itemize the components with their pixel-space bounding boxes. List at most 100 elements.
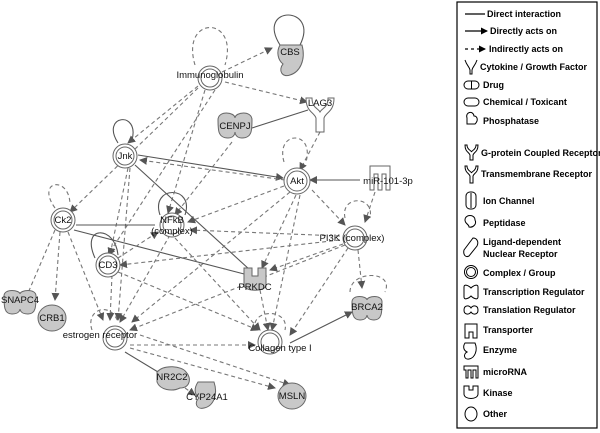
edge-akt-nfkb	[187, 185, 285, 224]
microrna-icon	[463, 365, 479, 379]
node-ck2-label: Ck2	[55, 215, 72, 226]
legend-direct-interaction: Direct interaction	[465, 9, 561, 19]
legend-gpcr: G-protein Coupled Receptor	[464, 144, 600, 161]
node-collagen-type-i[interactable]: Collagen type I	[248, 329, 312, 355]
edge-jnk-estrogen	[114, 167, 131, 321]
legend-transcription: Transcription Regulator	[463, 284, 585, 300]
node-jnk-label: Jnk	[118, 151, 133, 162]
edge-jnk-prkdc	[134, 164, 251, 271]
self-loop-collagen	[254, 312, 286, 331]
legend-directly-acts-on-label: Directly acts on	[490, 26, 557, 36]
edge-akt-jnk	[139, 156, 286, 181]
edge-cenpj-lag3	[251, 109, 309, 129]
edge-pi3k-msln	[139, 334, 291, 387]
edge-lag3-akt	[299, 131, 321, 171]
legend-transmembrane: Transmembrane Receptor	[464, 165, 593, 184]
edge-ig-nfkb	[166, 89, 206, 214]
legend-cytokine: Cytokine / Growth Factor	[464, 59, 588, 75]
edge-mir-pi3k	[363, 191, 376, 223]
transmembrane-icon	[464, 165, 479, 184]
legend-other: Other	[464, 406, 508, 422]
node-immunoglobulin[interactable]: Immunoglobulin	[176, 65, 244, 91]
node-immunoglobulin-label: Immunoglobulin	[176, 70, 243, 81]
transporter-icon	[464, 323, 478, 339]
node-snapc4[interactable]: SNAPC4	[1, 290, 39, 315]
legend-phosphatase: Phosphatase	[466, 111, 539, 126]
edge-cd3-collagen	[117, 271, 259, 332]
legend-microrna-label: microRNA	[483, 367, 528, 377]
legend-peptidase: Peptidase	[464, 215, 526, 228]
edge-jnk-akt	[137, 154, 284, 181]
edge-pi3k-cd3	[119, 239, 341, 269]
node-brca2[interactable]: BRCA2	[351, 296, 383, 321]
node-nr2c2-label: NR2C2	[156, 372, 187, 383]
node-cenpj-label: CENPJ	[219, 121, 250, 132]
edge-akt-estrogen	[131, 191, 291, 323]
legend-transmembrane-label: Transmembrane Receptor	[481, 169, 593, 179]
self-loop-brca2	[349, 274, 387, 293]
legend-transporter: Transporter	[464, 323, 534, 339]
node-nfkb-label-1: NFkB	[160, 215, 184, 226]
node-cd3[interactable]: CD3	[95, 252, 121, 278]
other-icon	[464, 406, 478, 422]
edge-ck2-prkdc	[73, 229, 249, 276]
node-cbs-label: CBS	[280, 47, 300, 58]
self-loop-jnk	[112, 119, 134, 144]
node-estrogen-label: estrogen receptor	[63, 330, 137, 341]
edge-ig-lag3	[224, 81, 308, 105]
node-ck2[interactable]: Ck2	[50, 207, 76, 233]
network-diagram: CBS Immunoglobulin LAG3 CENPJ Jnk	[1, 14, 413, 410]
legend-gpcr-label: G-protein Coupled Receptor	[481, 148, 600, 158]
legend-chemical: Chemical / Toxicant	[463, 97, 567, 107]
legend-indirectly-acts-on-label: Indirectly acts on	[489, 44, 563, 54]
node-crb1-label: CRB1	[39, 313, 64, 324]
node-mir-101-3p[interactable]: miR-101-3p	[363, 165, 413, 191]
edge-ck2-snapc4	[24, 229, 56, 301]
legend-direct-interaction-label: Direct interaction	[487, 9, 561, 19]
edge-estrogen-nr2c2	[124, 351, 164, 376]
legend-translation-label: Translation Regulator	[483, 305, 576, 315]
node-akt[interactable]: Akt	[283, 167, 311, 195]
legend-ligand-label-2: Nuclear Receptor	[483, 249, 558, 259]
self-loop-nfkb	[158, 192, 187, 216]
node-lag3[interactable]: LAG3	[305, 97, 335, 133]
node-cbs[interactable]: CBS	[277, 44, 304, 77]
node-nfkb[interactable]: NFkB (complex)	[151, 212, 193, 238]
peptidase-icon	[464, 215, 476, 228]
edge-pi3k-brca2	[357, 249, 366, 289]
legend-directly-acts-on: Directly acts on	[465, 26, 557, 36]
node-msln[interactable]: MSLN	[277, 382, 307, 410]
edge-ig-jnk	[127, 85, 199, 144]
node-estrogen-receptor[interactable]: estrogen receptor	[63, 325, 137, 351]
node-jnk[interactable]: Jnk	[112, 143, 138, 169]
edge-jnk-cd3	[107, 167, 129, 256]
edge-pi3k-collagen	[289, 247, 349, 336]
node-cyp24a1[interactable]: CYP24A1	[186, 381, 228, 409]
edge-cd3-estrogen	[106, 274, 115, 321]
edge-pi3k-estrogen	[129, 244, 346, 332]
edge-pi3k-prkdc	[269, 243, 344, 272]
legend-complex-label: Complex / Group	[483, 268, 556, 278]
legend-cytokine-label: Cytokine / Growth Factor	[480, 62, 588, 72]
edge-ig-ck2	[69, 87, 199, 213]
node-pi3k[interactable]: PI3K (complex)	[320, 225, 385, 251]
node-nr2c2[interactable]: NR2C2	[156, 366, 190, 391]
edge-ck2-crb1	[51, 231, 61, 301]
kinase-icon	[463, 385, 479, 399]
edge-ck2-estrogen	[67, 231, 105, 321]
legend-microrna: microRNA	[463, 365, 528, 379]
node-cenpj[interactable]: CENPJ	[217, 112, 253, 139]
node-crb1[interactable]: CRB1	[37, 304, 67, 332]
node-mir-label: miR-101-3p	[363, 176, 413, 187]
legend-transcription-label: Transcription Regulator	[483, 287, 585, 297]
node-snapc4-label: SNAPC4	[1, 295, 39, 306]
node-prkdc-label: PRKDC	[238, 282, 271, 293]
chemical-icon	[463, 97, 480, 107]
legend-translation: Translation Regulator	[463, 305, 576, 315]
legend-ligand-nuclear-receptor: Ligand-dependent Nuclear Receptor	[463, 237, 561, 259]
node-prkdc[interactable]: PRKDC	[238, 267, 272, 293]
translation-regulator-icon	[463, 305, 479, 315]
edge-akt-prkdc	[261, 194, 297, 269]
legend-border	[456, 1, 598, 429]
edge-collagen-brca2	[289, 311, 353, 344]
